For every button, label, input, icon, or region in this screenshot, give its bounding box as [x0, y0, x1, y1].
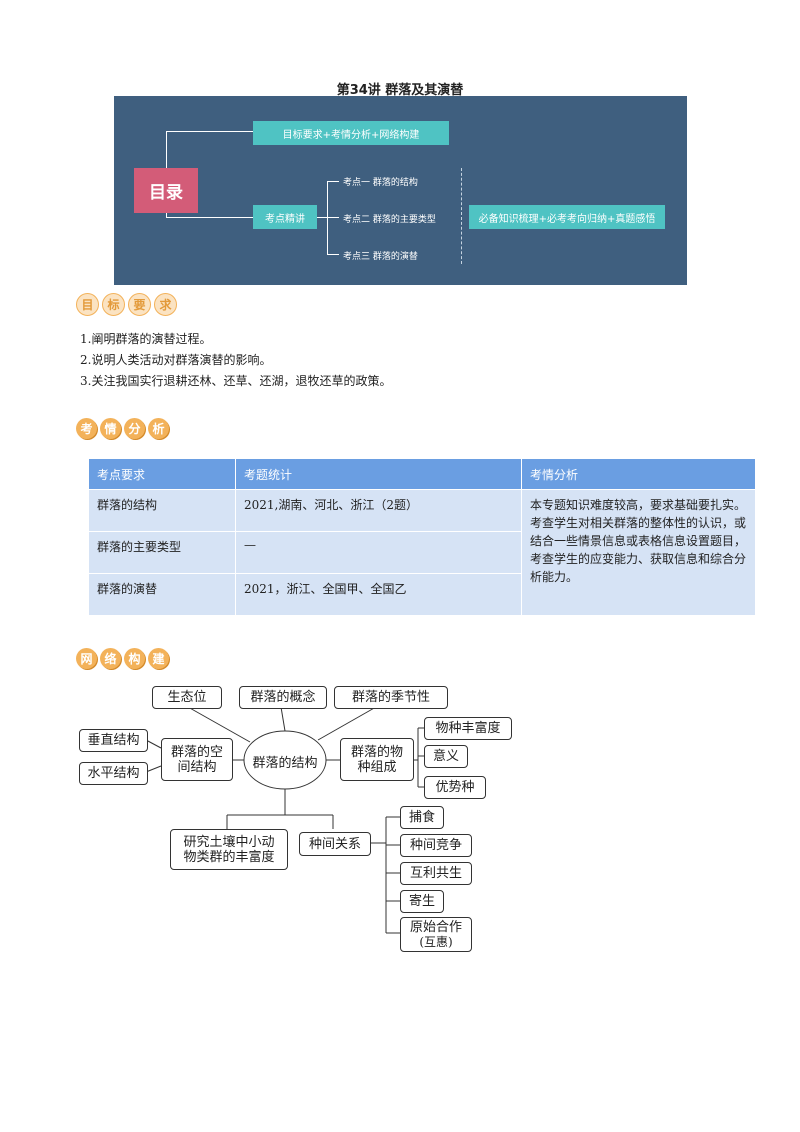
badge-char: 考: [76, 418, 97, 439]
connector-line: [166, 217, 253, 218]
badge-char: 析: [148, 418, 169, 439]
center-ellipse: [243, 730, 327, 790]
section-badge-network: 网 络 构 建: [76, 648, 169, 669]
node-interspecific-relations: 种间关系: [299, 832, 371, 856]
map-center: 群落的结构: [252, 756, 318, 771]
node-dominant-species: 优势种: [424, 776, 486, 799]
goal-analysis-box: 目标要求+考情分析+网络构建: [253, 121, 449, 145]
node-line: 物类群的丰富度: [183, 849, 275, 865]
connector-line: [327, 254, 339, 255]
connector-line: [166, 131, 253, 132]
node-predation: 捕食: [400, 806, 444, 829]
node-spatial-structure: 群落的空 间结构: [161, 738, 233, 781]
node-line: 群落的物: [350, 744, 403, 760]
table-cell: 群落的结构: [88, 489, 236, 532]
table-cell: 2021，浙江、全国甲、全国乙: [235, 573, 522, 616]
badge-char: 求: [154, 293, 177, 316]
connector-line: [166, 213, 167, 218]
node-line: 研究土壤中小动: [183, 834, 275, 850]
dashed-divider: [461, 168, 462, 264]
badge-char: 标: [102, 293, 125, 316]
node-species-richness: 物种丰富度: [424, 717, 512, 740]
point-1: 考点一 群落的结构: [343, 178, 418, 188]
contents-label: 目录: [134, 168, 198, 213]
goal-item: 2.说明人类活动对群落演替的影响。: [80, 353, 272, 367]
table-row: 群落的结构 2021,湖南、河北、浙江（2题） 本专题知识难度较高，要求基础要扎…: [88, 489, 756, 616]
badge-char: 情: [100, 418, 121, 439]
node-significance: 意义: [424, 745, 468, 768]
table-cell: 2021,湖南、河北、浙江（2题）: [235, 489, 522, 532]
connector-line: [317, 217, 327, 218]
node-horizontal-structure: 水平结构: [79, 762, 148, 785]
node-protocooperation: 原始合作 (互惠): [400, 917, 472, 952]
point-2: 考点二 群落的主要类型: [343, 215, 436, 225]
table-header: 考点要求: [88, 458, 236, 490]
node-line: 间结构: [177, 759, 217, 775]
table-row: 群落的主要类型 —: [88, 531, 756, 574]
table-header: 考题统计: [235, 458, 522, 490]
connector-line: [166, 131, 167, 168]
table-cell: —: [235, 531, 522, 574]
analysis-text: 本专题知识难度较高，要求基础要扎实。考查学生对相关群落的整体性的认识，或结合一些…: [521, 489, 756, 616]
table-header-row: 考点要求 考题统计 考情分析: [88, 458, 756, 490]
analysis-table: 考点要求 考题统计 考情分析 群落的结构 2021,湖南、河北、浙江（2题） 本…: [88, 458, 756, 616]
node-ecological-niche: 生态位: [152, 686, 222, 709]
node-line: 原始合作: [409, 919, 462, 935]
table-cell: 群落的演替: [88, 573, 236, 616]
summary-box: 必备知识梳理+必考考向归纳+真题感悟: [469, 205, 665, 229]
table-header: 考情分析: [521, 458, 756, 490]
key-points-box: 考点精讲: [253, 205, 317, 229]
table-cell: 群落的主要类型: [88, 531, 236, 574]
badge-char: 络: [100, 648, 121, 669]
node-vertical-structure: 垂直结构: [79, 729, 148, 752]
node-parasitism: 寄生: [400, 890, 444, 913]
badge-char: 网: [76, 648, 97, 669]
node-soil-animal-study: 研究土壤中小动 物类群的丰富度: [170, 829, 288, 870]
badge-char: 建: [148, 648, 169, 669]
badge-char: 要: [128, 293, 151, 316]
goal-item: 3.关注我国实行退耕还林、还草、还湖，退牧还草的政策。: [80, 374, 392, 388]
node-line: 种组成: [357, 759, 397, 775]
node-line: 群落的空: [170, 744, 223, 760]
page-title: 第34讲 群落及其演替: [336, 83, 464, 98]
badge-char: 构: [124, 648, 145, 669]
goal-item: 1.阐明群落的演替过程。: [80, 332, 212, 346]
point-3: 考点三 群落的演替: [343, 252, 418, 262]
connector-line: [327, 181, 339, 182]
node-mutualism: 互利共生: [400, 862, 472, 885]
section-badge-analysis: 考 情 分 析: [76, 418, 169, 439]
node-community-concept: 群落的概念: [239, 686, 327, 709]
badge-char: 目: [76, 293, 99, 316]
table-row: 群落的演替 2021，浙江、全国甲、全国乙: [88, 573, 756, 616]
section-badge-goals: 目 标 要 求: [76, 293, 177, 316]
badge-char: 分: [124, 418, 145, 439]
connector-line: [327, 181, 328, 255]
node-line: (互惠): [419, 934, 453, 949]
node-seasonality: 群落的季节性: [334, 686, 448, 709]
node-competition: 种间竞争: [400, 834, 472, 857]
node-species-composition: 群落的物 种组成: [340, 738, 414, 781]
connector-line: [327, 217, 339, 218]
